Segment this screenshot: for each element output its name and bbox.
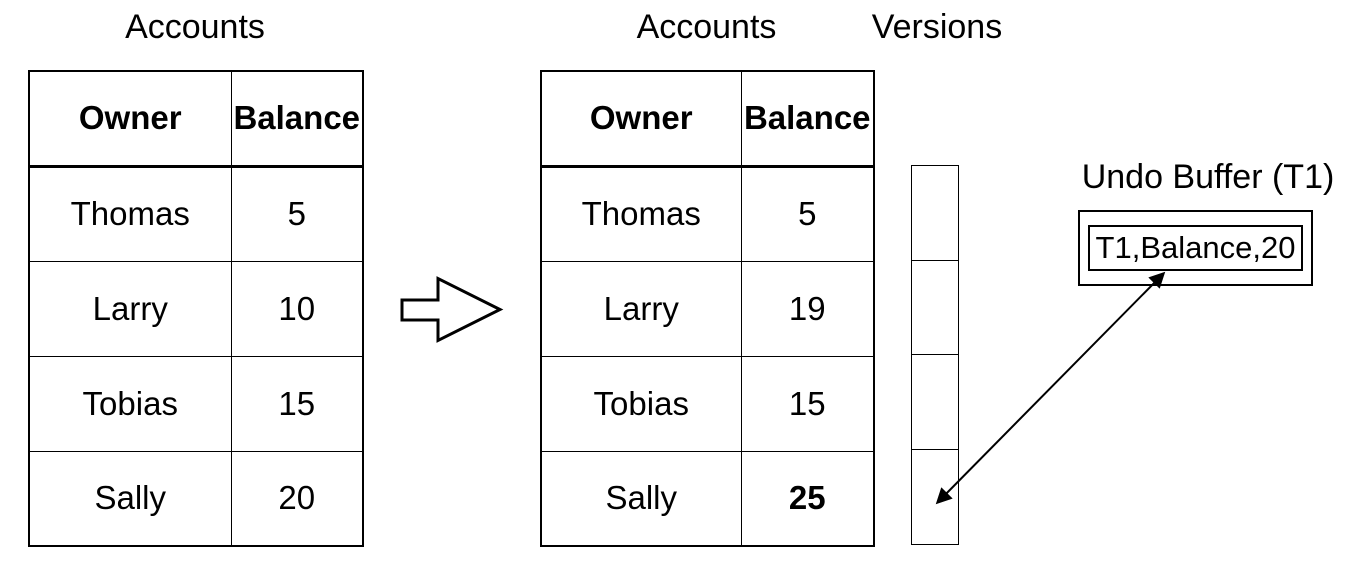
version-cell [911, 165, 959, 261]
accounts-table-after: Owner Balance Thomas 5 Larry 19 Tobias 1… [540, 70, 875, 547]
undo-link-double-arrow-icon [935, 271, 1166, 505]
balance-cell: 5 [230, 165, 364, 262]
after-table-title: Accounts [636, 8, 777, 46]
table-row: Tobias 15 [540, 355, 875, 452]
undo-buffer-box: T1,Balance,20 [1078, 210, 1313, 286]
table-row: Sally 25 [540, 450, 875, 547]
owner-cell: Sally [540, 450, 742, 547]
header-row: Owner Balance [28, 70, 364, 168]
version-cell [911, 354, 959, 450]
column-header-owner: Owner [28, 70, 232, 168]
version-cell [911, 259, 959, 356]
owner-cell: Sally [28, 450, 232, 547]
undo-buffer-entry: T1,Balance,20 [1087, 225, 1304, 271]
column-header-balance: Balance [740, 70, 875, 168]
versions-strip [911, 165, 959, 545]
table-row: Sally 20 [28, 450, 364, 547]
balance-cell: 5 [740, 165, 875, 262]
table-row: Larry 19 [540, 260, 875, 357]
owner-cell: Larry [28, 260, 232, 357]
table-row: Thomas 5 [540, 165, 875, 262]
owner-cell: Thomas [28, 165, 232, 262]
owner-cell: Thomas [540, 165, 742, 262]
versions-column-title: Versions [871, 8, 1003, 46]
undo-buffer-title: Undo Buffer (T1) [1081, 158, 1335, 196]
right-block-arrow-icon [400, 276, 504, 343]
balance-cell: 19 [740, 260, 875, 357]
accounts-table-before: Owner Balance Thomas 5 Larry 10 Tobias 1… [28, 70, 364, 547]
version-cell [911, 448, 959, 545]
owner-cell: Larry [540, 260, 742, 357]
table-row: Thomas 5 [28, 165, 364, 262]
column-header-owner: Owner [540, 70, 742, 168]
table-row: Tobias 15 [28, 355, 364, 452]
header-row: Owner Balance [540, 70, 875, 168]
before-table-title: Accounts [125, 8, 265, 46]
table-row: Larry 10 [28, 260, 364, 357]
owner-cell: Tobias [540, 355, 742, 452]
balance-cell: 15 [740, 355, 875, 452]
column-header-balance: Balance [230, 70, 364, 168]
balance-cell: 20 [230, 450, 364, 547]
balance-cell: 10 [230, 260, 364, 357]
balance-cell: 15 [230, 355, 364, 452]
owner-cell: Tobias [28, 355, 232, 452]
balance-cell-updated: 25 [740, 450, 875, 547]
